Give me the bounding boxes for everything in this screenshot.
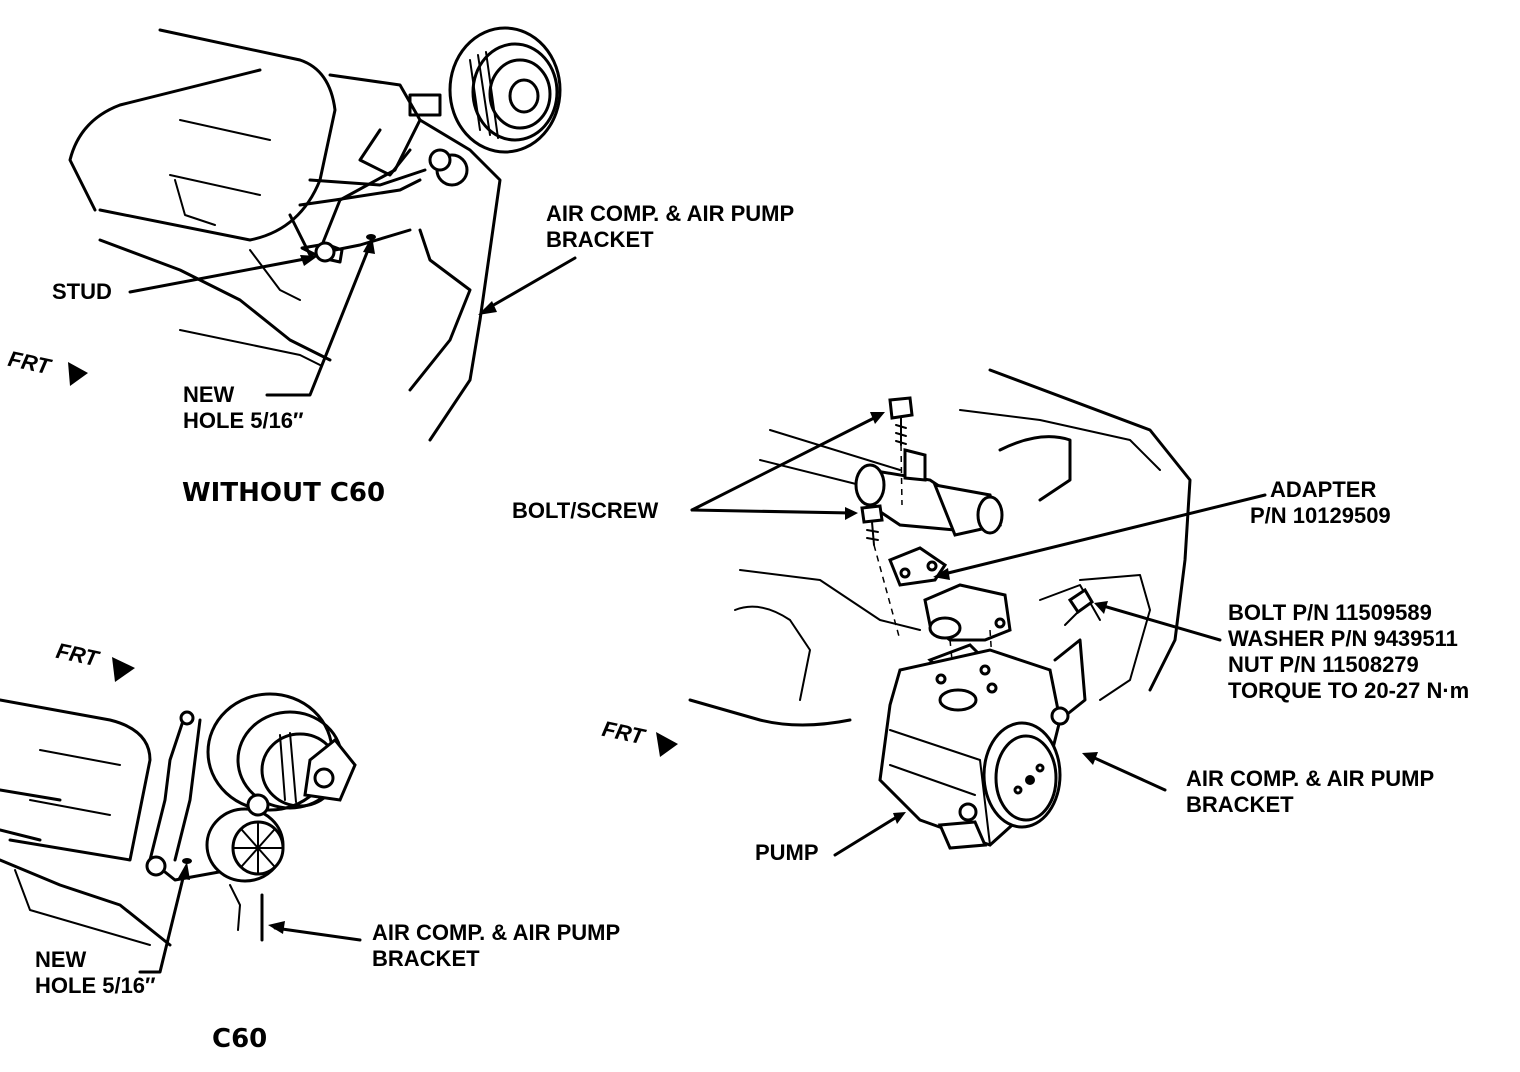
bracket-label-line1: AIR COMP. & AIR PUMP xyxy=(372,920,621,945)
new-hole-label-line2: HOLE 5/16″ xyxy=(183,408,304,433)
torque-label: TORQUE TO 20-27 N·m xyxy=(1228,678,1470,703)
adapter-label-line2: P/N 10129509 xyxy=(1250,503,1391,528)
pump-label: PUMP xyxy=(755,840,819,865)
new-hole-label-line2: HOLE 5/16″ xyxy=(35,973,156,998)
adapter-label-line1: ADAPTER xyxy=(1270,477,1377,502)
bolt-screw-label: BOLT/SCREW xyxy=(512,498,659,523)
c60-illustration xyxy=(0,692,362,974)
bracket-label-line1: AIR COMP. & AIR PUMP xyxy=(546,201,795,226)
new-hole-label-line1: NEW xyxy=(35,947,87,972)
new-hole-label-line1: NEW xyxy=(183,382,235,407)
nut-pn-label: NUT P/N 11508279 xyxy=(1228,652,1419,677)
bracket-label-line1: AIR COMP. & AIR PUMP xyxy=(1186,766,1435,791)
frt-arrow-icon xyxy=(68,362,678,757)
pump-detail-illustration xyxy=(688,368,1267,857)
bracket-label-line2: BRACKET xyxy=(372,946,480,971)
c60-title: C60 xyxy=(212,1024,268,1054)
bracket-label-line2: BRACKET xyxy=(546,227,654,252)
pulley-icon xyxy=(448,26,562,154)
without-c60-illustration xyxy=(68,26,577,442)
without-c60-title: WITHOUT C60 xyxy=(182,478,386,508)
bracket-label-line2: BRACKET xyxy=(1186,792,1294,817)
bolt-pn-label: BOLT P/N 11509589 xyxy=(1228,600,1432,625)
stud-label: STUD xyxy=(52,279,112,304)
washer-pn-label: WASHER P/N 9439511 xyxy=(1228,626,1458,651)
